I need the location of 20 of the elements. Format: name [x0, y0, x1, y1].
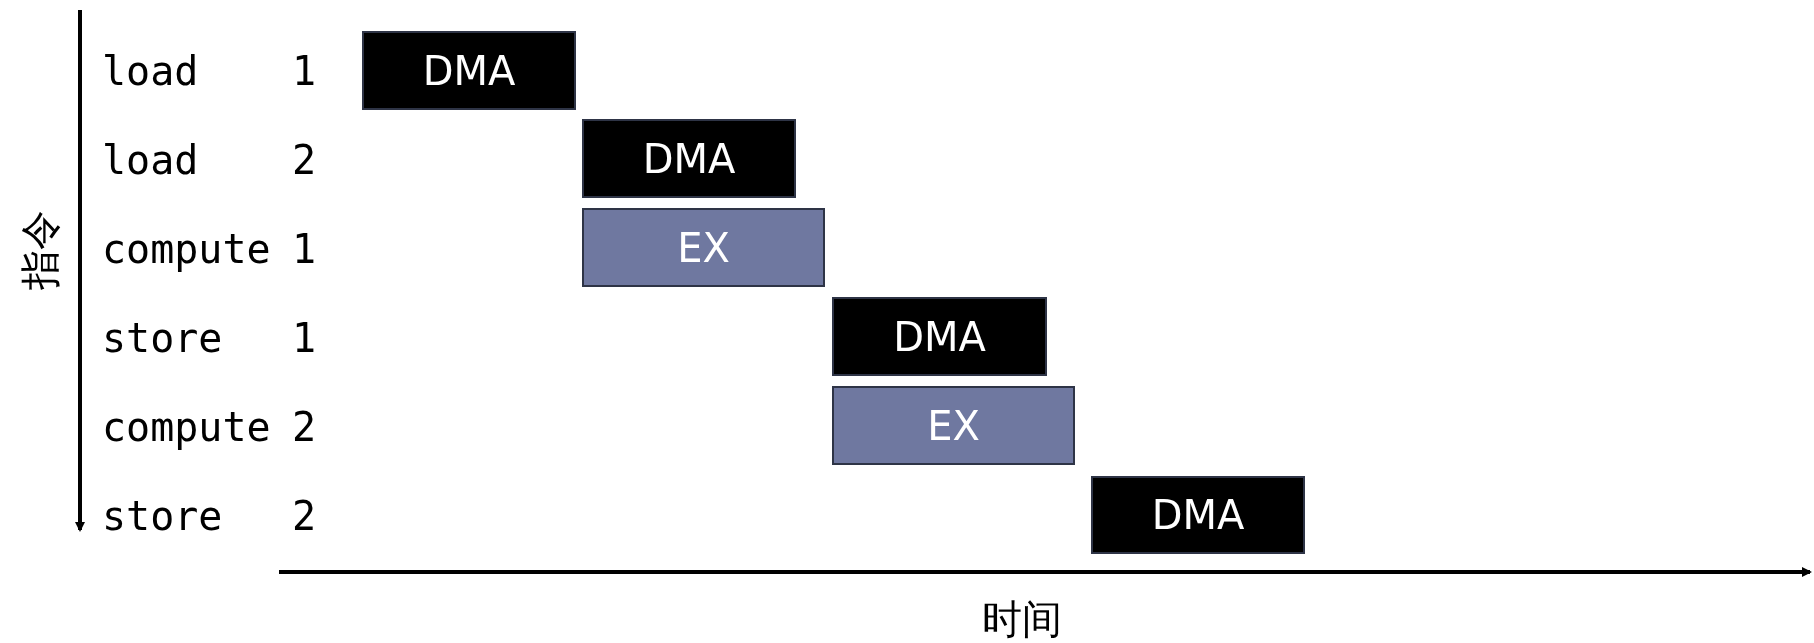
dma-bar: DMA	[362, 31, 576, 110]
instruction-number: 2	[292, 493, 317, 539]
dma-bar: DMA	[1091, 476, 1305, 554]
dma-bar: DMA	[832, 297, 1047, 376]
instruction-number: 2	[292, 137, 317, 183]
instruction-number: 2	[292, 404, 317, 450]
execute-bar: EX	[582, 208, 825, 287]
instruction-number: 1	[292, 315, 317, 361]
instruction-name: compute	[102, 226, 271, 272]
instruction-name: load	[102, 137, 199, 183]
axis-title: 时间	[982, 594, 1062, 643]
instruction-name: compute	[102, 404, 271, 450]
execute-bar: EX	[832, 386, 1075, 465]
instruction-number: 1	[292, 48, 317, 94]
instruction-name: store	[102, 493, 223, 539]
dma-bar: DMA	[582, 119, 796, 198]
instruction-name: load	[102, 48, 199, 94]
instruction-name: store	[102, 315, 223, 361]
instruction-number: 1	[292, 226, 317, 272]
axis-title: 指令	[15, 209, 64, 289]
